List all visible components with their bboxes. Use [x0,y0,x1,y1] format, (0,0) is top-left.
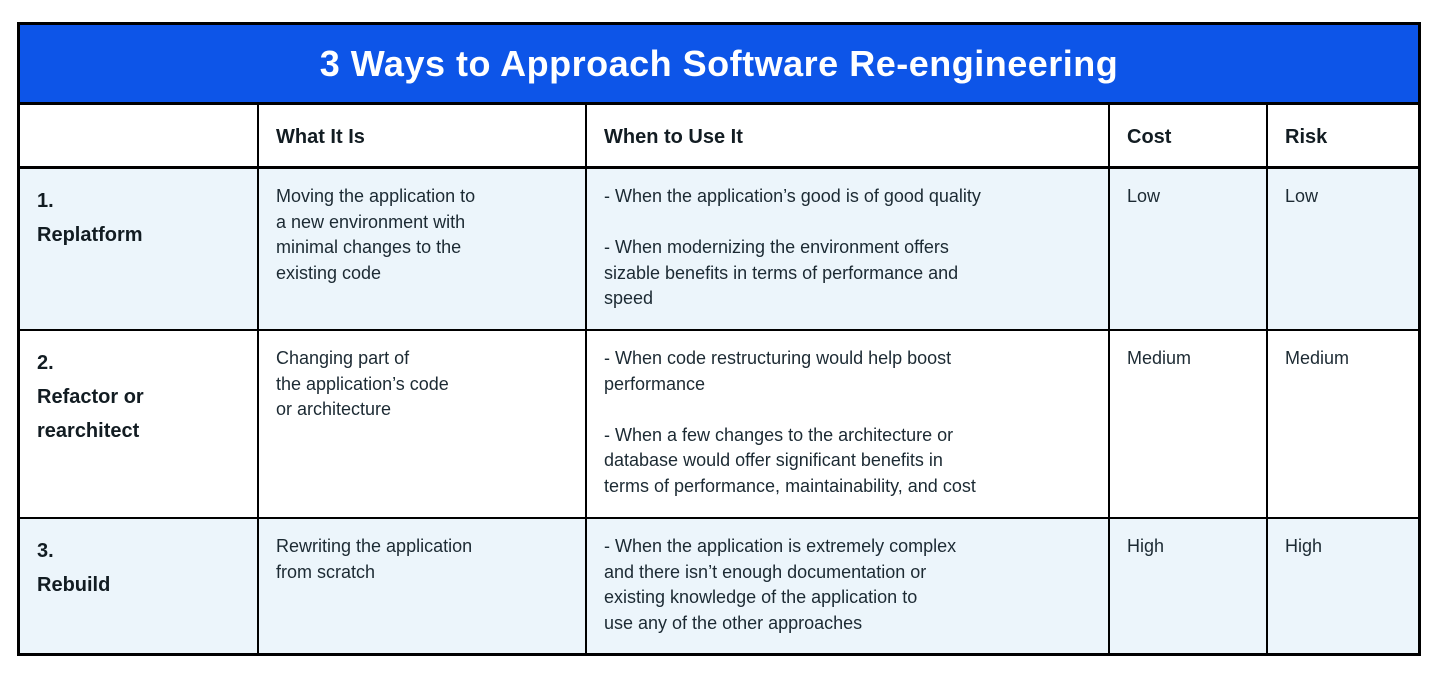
cell-what-rebuild: Rewriting the application from scratch [259,519,587,653]
cell-approach-rebuild: 3. Rebuild [20,519,259,653]
cell-what-refactor: Changing part of the application’s code … [259,331,587,519]
cell-risk-refactor: Medium [1268,331,1418,519]
cell-approach-replatform: 1. Replatform [20,169,259,331]
cell-when-rebuild: - When the application is extremely comp… [587,519,1110,653]
cell-when-refactor: - When code restructuring would help boo… [587,331,1110,519]
cell-risk-rebuild: High [1268,519,1418,653]
header-cell-risk: Risk [1268,105,1418,169]
cell-when-replatform: - When the application’s good is of good… [587,169,1110,331]
cell-what-replatform: Moving the application to a new environm… [259,169,587,331]
cell-cost-rebuild: High [1110,519,1268,653]
cell-cost-refactor: Medium [1110,331,1268,519]
header-cell-when: When to Use It [587,105,1110,169]
header-cell-what: What It Is [259,105,587,169]
header-cell-cost: Cost [1110,105,1268,169]
page-title: 3 Ways to Approach Software Re-engineeri… [319,42,1119,84]
cell-risk-replatform: Low [1268,169,1418,331]
comparison-table: 3 Ways to Approach Software Re-engineeri… [17,22,1421,656]
title-bar: 3 Ways to Approach Software Re-engineeri… [20,25,1418,105]
cell-cost-replatform: Low [1110,169,1268,331]
cell-approach-refactor: 2. Refactor or rearchitect [20,331,259,519]
header-cell-approach [20,105,259,169]
